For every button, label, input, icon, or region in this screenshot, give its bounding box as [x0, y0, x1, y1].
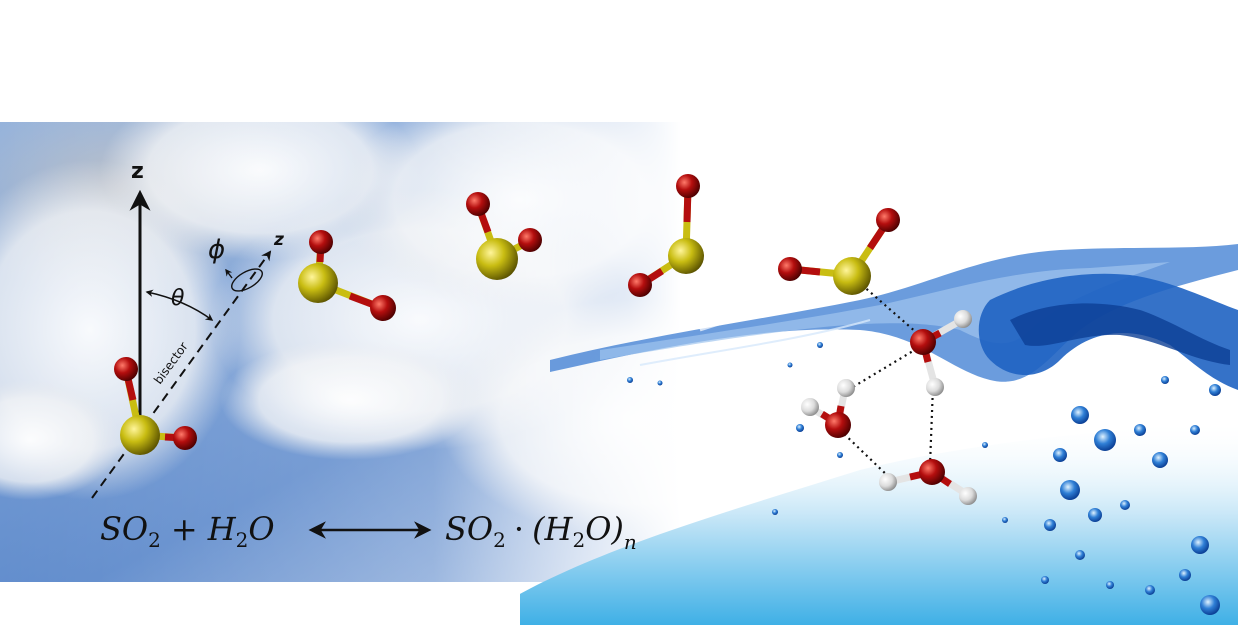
- oxygen-atom: [919, 459, 945, 485]
- white-bottom-left: [0, 582, 520, 625]
- hydrogen-atom: [801, 398, 819, 416]
- hydrogen-atom: [959, 487, 977, 505]
- oxygen-atom: [370, 295, 396, 321]
- white-top: [0, 0, 1238, 122]
- reaction-equation: SO2+H2O SO2·(H2O)n: [100, 510, 637, 554]
- oxygen-atom: [114, 357, 138, 381]
- phi-rotation-arrow: [225, 268, 233, 279]
- hydrogen-atom: [879, 473, 897, 491]
- oxygen-atom: [910, 329, 936, 355]
- oxygen-atom: [676, 174, 700, 198]
- sulfur-atom: [298, 263, 338, 303]
- sulfur-atom: [120, 415, 160, 455]
- sulfur-atom: [476, 238, 518, 280]
- theta-label: θ: [171, 286, 185, 311]
- water-molecule-1: [910, 310, 972, 396]
- hydrogen-bonds: [839, 284, 935, 479]
- hydrogen-atom: [926, 378, 944, 396]
- sulfur-atom: [668, 238, 704, 274]
- hydrogen-atom: [954, 310, 972, 328]
- so2-molecule-5: [778, 208, 900, 295]
- so2-molecule-4: [628, 174, 704, 297]
- equation-right: SO2·(H2O)n: [445, 510, 637, 554]
- theta-arc: [145, 289, 214, 321]
- z-tilted-label: z: [273, 230, 284, 250]
- oxygen-atom: [466, 192, 490, 216]
- equation-left: SO2+H2O: [100, 510, 275, 552]
- sulfur-atom: [833, 257, 871, 295]
- oxygen-atom: [825, 412, 851, 438]
- water-molecule-2: [801, 379, 855, 438]
- phi-rotation: [231, 268, 263, 292]
- water-pool: [470, 420, 1238, 625]
- oxygen-atom: [518, 228, 542, 252]
- bubbles: [627, 342, 1221, 615]
- so2-water-cluster: [778, 208, 977, 505]
- oxygen-atom: [778, 257, 802, 281]
- bisector-axis: [91, 250, 272, 499]
- so2-molecule-3: [466, 192, 542, 280]
- so2-molecule-2: [298, 230, 396, 321]
- so2-molecule-1: [114, 357, 197, 455]
- water-molecule-3: [879, 459, 977, 505]
- phi-label: ϕ: [208, 235, 225, 265]
- oxygen-atom: [309, 230, 333, 254]
- oxygen-atom: [876, 208, 900, 232]
- oxygen-atom: [628, 273, 652, 297]
- oxygen-atom: [173, 426, 197, 450]
- z-vertical-label: z: [131, 159, 144, 184]
- hydrogen-atom: [837, 379, 855, 397]
